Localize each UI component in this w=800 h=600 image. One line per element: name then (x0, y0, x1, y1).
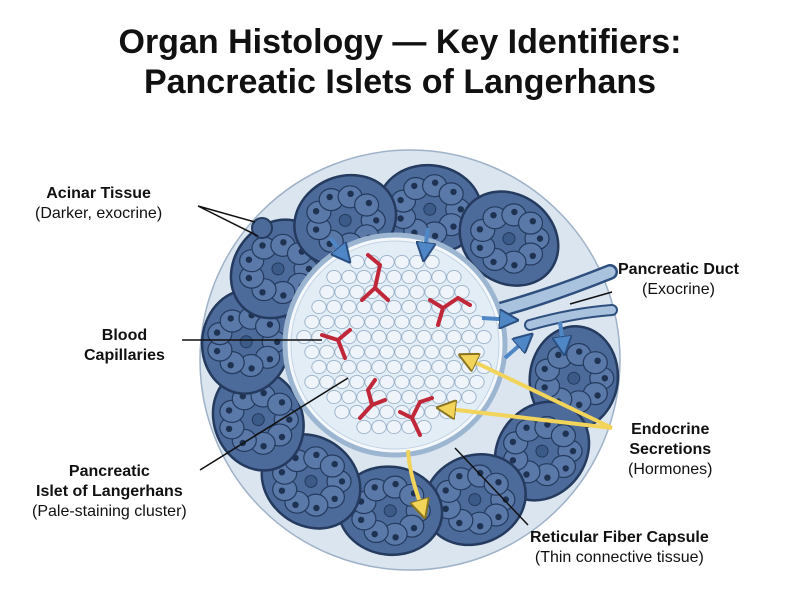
label-endocrine-secretions: Endocrine Secretions (Hormones) (628, 420, 712, 480)
blood-capillaries (320, 253, 472, 437)
leader-duct (569, 291, 613, 305)
capsule-sub: (Thin connective tissue) (534, 549, 704, 566)
acinus (458, 190, 560, 287)
exocrine-flow-arrows (328, 227, 564, 360)
acinus (422, 453, 527, 547)
duct-heading: Pancreatic Duct (618, 261, 739, 278)
title-line-1: Organ Histology — Key Identifiers: (118, 23, 682, 61)
capsule-heading: Reticular Fiber Capsule (530, 529, 709, 546)
leader-islet (199, 377, 349, 471)
leader-acinar (197, 205, 259, 237)
endocrine-line-2: Secretions (629, 441, 712, 458)
islet-line-1: Pancreatic (68, 463, 150, 480)
label-pancreatic-duct: Pancreatic Duct (Exocrine) (618, 260, 739, 300)
title-line-2: Pancreatic Islets of Langerhans (143, 63, 657, 101)
islet-sub: (Pale-staining cluster) (32, 503, 187, 520)
label-blood-capillaries: Blood Capillaries (84, 326, 165, 366)
capillaries-line-1: Blood (101, 327, 148, 344)
endocrine-sub: (Hormones) (628, 461, 713, 478)
acinar-heading: Acinar Tissue (46, 185, 151, 202)
hormone-arrows (406, 356, 613, 515)
label-acinar-tissue: Acinar Tissue (Darker, exocrine) (35, 184, 162, 224)
islet-cells (296, 254, 492, 435)
leader-capsule (454, 447, 529, 526)
diagram-title: Organ Histology — Key Identifiers: Pancr… (0, 22, 800, 102)
islet-line-2: Islet of Langerhans (36, 483, 183, 500)
acinus-small (251, 217, 273, 239)
capillaries-line-2: Capillaries (84, 347, 165, 364)
leader-lines (182, 205, 613, 526)
label-pancreatic-islet: Pancreatic Islet of Langerhans (Pale-sta… (32, 462, 187, 522)
acinar-sub: (Darker, exocrine) (35, 205, 163, 222)
label-reticular-fiber-capsule: Reticular Fiber Capsule (Thin connective… (530, 528, 709, 568)
endocrine-line-1: Endocrine (631, 421, 710, 438)
duct-sub: (Exocrine) (642, 281, 715, 298)
acinus (211, 367, 305, 472)
